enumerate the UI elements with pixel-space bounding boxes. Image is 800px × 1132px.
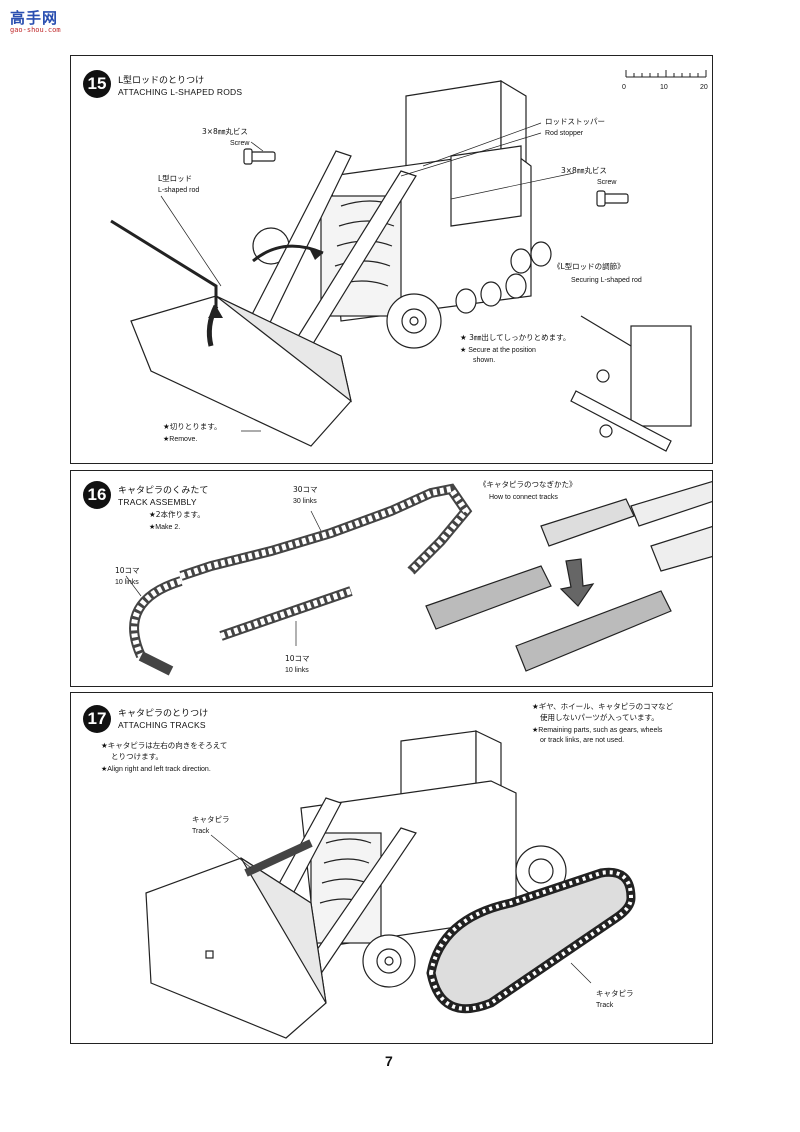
step-title-en: ATTACHING L-SHAPED RODS	[118, 87, 243, 97]
step-17-illustration	[145, 730, 636, 1039]
step-16-panel: 16 キャタピラのくみたて TRACK ASSEMBLY ★2本作ります。 ★M…	[70, 470, 713, 687]
stopper-label-en: Rod stopper	[545, 130, 584, 137]
step-number-badge: 17	[83, 705, 111, 733]
step-number-badge: 15	[83, 70, 111, 98]
note-label-en-1: ★ Secure at the position	[460, 347, 536, 354]
rod-label-en: L-shaped rod	[158, 187, 200, 194]
remain-label-ja-1: ★ギヤ、ホイール、キャタピラのコマなど	[532, 702, 674, 711]
links-10b-label-en: 10 links	[285, 667, 309, 674]
watermark-subtext: gao-shou.com	[10, 26, 61, 34]
scale-tick-20: 20	[700, 84, 708, 91]
site-watermark-logo: 高手网 gao-shou.com	[4, 4, 70, 38]
remain-label-en-1: ★Remaining parts, such as gears, wheels	[532, 727, 663, 734]
step-15-illustration	[110, 70, 707, 452]
track-label-1-ja: キャタピラ	[192, 815, 230, 824]
securing-label-ja: 《L型ロッドの調節》	[553, 262, 625, 271]
links-30-label-en: 30 links	[293, 498, 317, 505]
links-30-label-ja: 30コマ	[293, 485, 318, 494]
step-number-badge: 16	[83, 481, 111, 509]
links-10a-label-ja: 10コマ	[115, 566, 140, 575]
step-title-ja: L型ロッドのとりつけ	[118, 76, 205, 86]
screw-left-label-ja: 3×8㎜丸ビス	[202, 127, 248, 136]
page-number: 7	[385, 1053, 393, 1069]
watermark-text: 高手网	[10, 9, 59, 27]
track-label-2-en: Track	[596, 1002, 614, 1009]
screw-right-label-ja: 3×8㎜丸ビス	[561, 166, 607, 175]
scale-tick-0: 0	[622, 84, 626, 91]
screw-left-label-en: Screw	[230, 140, 250, 147]
align-label-ja-1: ★キャタピラは左右の向きをそろえて	[101, 741, 228, 750]
step-title-ja: キャタピラのとりつけ	[118, 709, 209, 719]
step-title-en: ATTACHING TRACKS	[118, 720, 206, 730]
step-title-en: TRACK ASSEMBLY	[118, 497, 197, 507]
links-10a-label-en: 10 links	[115, 579, 139, 586]
remain-label-en-2: or track links, are not used.	[540, 737, 625, 744]
track-label-1-en: Track	[192, 828, 210, 835]
step-16-illustration	[125, 480, 712, 676]
align-label-en: ★Align right and left track direction.	[101, 766, 211, 773]
securing-label-en: Securing L-shaped rod	[571, 277, 642, 284]
stopper-label-ja: ロッドストッパー	[545, 117, 605, 126]
remain-label-ja-2: 使用しないパーツが入っています。	[540, 713, 659, 722]
note-label-en-2: shown.	[473, 357, 496, 364]
step-17-panel: 17 キャタピラのとりつけ ATTACHING TRACKS ★キャタピラは左右…	[70, 692, 713, 1044]
rod-label-ja: L型ロッド	[158, 174, 193, 183]
links-10b-label-ja: 10コマ	[285, 654, 310, 663]
remove-label-ja: ★切りとります。	[163, 422, 222, 431]
make-label-ja: ★2本作ります。	[149, 510, 205, 519]
step-title-ja: キャタピラのくみたて	[118, 486, 209, 496]
track-label-2-ja: キャタピラ	[596, 989, 634, 998]
connect-label-ja: 《キャタピラのつなぎかた》	[479, 480, 577, 489]
align-label-ja-2: とりつけます。	[111, 752, 163, 761]
remove-label-en: ★Remove.	[163, 436, 198, 443]
screw-right-label-en: Screw	[597, 179, 617, 186]
make-label-en: ★Make 2.	[149, 524, 181, 531]
connect-label-en: How to connect tracks	[489, 494, 558, 501]
scale-tick-10: 10	[660, 84, 668, 91]
note-label-ja: ★ 3㎜出してしっかりとめます。	[460, 333, 571, 342]
step-15-panel: 15 L型ロッドのとりつけ ATTACHING L-SHAPED RODS 0 …	[70, 55, 713, 464]
